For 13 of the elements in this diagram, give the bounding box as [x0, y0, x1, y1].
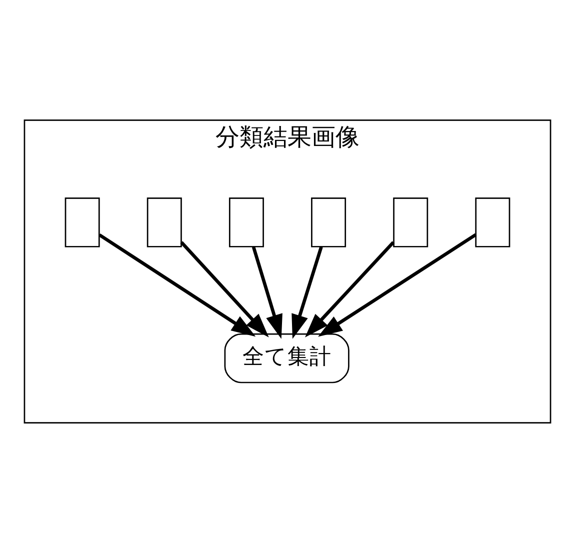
node-box [64, 198, 100, 248]
arrow [305, 241, 395, 338]
node-box [146, 198, 182, 248]
arrow [318, 233, 477, 337]
node-box [228, 198, 264, 248]
arrow [180, 241, 269, 338]
node-box [393, 198, 428, 248]
arrow [98, 233, 256, 337]
node-box [475, 198, 510, 248]
arrow [292, 246, 323, 339]
node-box [311, 198, 346, 248]
node-box: 全て集計 [224, 333, 350, 384]
arrow [252, 246, 282, 339]
